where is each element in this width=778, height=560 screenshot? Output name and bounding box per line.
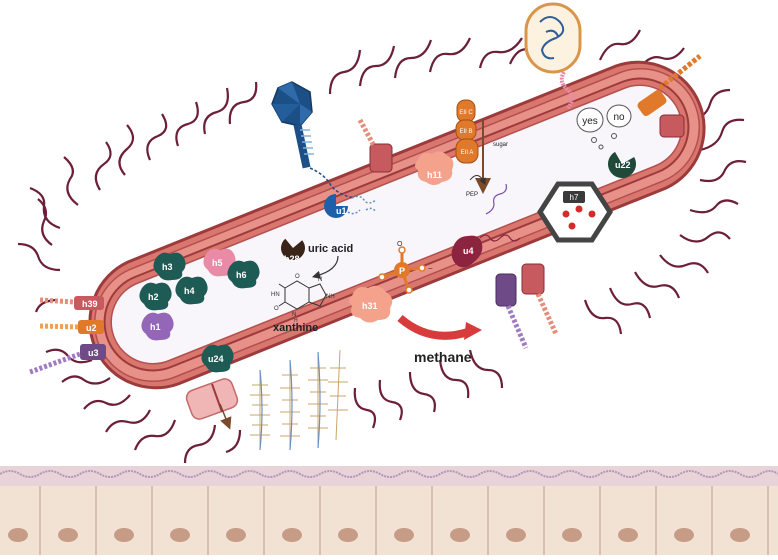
xanthine-atom-h: H	[294, 318, 298, 324]
vesicle-top	[524, 2, 582, 110]
protein-h3-label: h3	[162, 262, 173, 272]
no-label: no	[613, 112, 625, 123]
protein-h2-label: h2	[148, 292, 159, 302]
phosphate-p-label: P	[399, 266, 405, 276]
appendage-top-right	[637, 54, 702, 117]
membrane-porin-right	[659, 114, 685, 138]
protein-h31: h31	[349, 285, 393, 323]
xanthine-atom-o1: O	[274, 306, 279, 312]
cell-envelope	[88, 60, 706, 390]
protein-u1: u1	[324, 194, 348, 218]
protein-h28-label: h28	[284, 254, 300, 264]
appendage-u2: u2	[39, 320, 104, 334]
protein-u3-label: u3	[88, 348, 99, 358]
pep-label: PEP	[466, 192, 478, 198]
protein-u4: u4	[451, 234, 521, 268]
sugar-label: sugar	[493, 142, 508, 148]
protein-h39-label: h39	[82, 299, 98, 309]
methane-efflux	[397, 314, 482, 340]
protein-h28: h28	[281, 238, 305, 264]
flagella	[17, 29, 747, 464]
protein-h6-label: h6	[236, 270, 247, 280]
xanthine-atom-o2: O	[295, 274, 300, 280]
protein-h5: h5	[203, 248, 236, 277]
epithelium	[0, 466, 778, 555]
protein-h2: h2	[139, 282, 172, 311]
appendage-h39: h39	[39, 296, 104, 310]
protein-h31-label: h31	[362, 301, 378, 311]
quorum-bubbles: yes no	[576, 104, 632, 150]
conversion-arrow	[311, 255, 339, 279]
phosphate-o-label-top: O	[397, 241, 403, 248]
phosphate-molecule: P O −	[378, 241, 433, 294]
protein-u22-label: u22	[615, 160, 631, 170]
protein-u24-label: u24	[208, 354, 224, 364]
eiia-label: EII A	[461, 150, 474, 156]
membrane-channel-bottom	[185, 378, 239, 430]
eiic-label: EII C	[459, 110, 473, 116]
uric-acid-label: uric acid	[308, 243, 353, 255]
capsule-polysaccharides	[250, 349, 348, 450]
microcompartment-h7: h7	[537, 181, 613, 243]
protein-h1: h1	[141, 312, 174, 341]
peptide-chain	[485, 183, 507, 215]
xanthine-structure	[278, 280, 327, 310]
bacteriophage	[271, 81, 355, 199]
xanthine-atom-hn: HN	[271, 292, 280, 298]
protein-h4: h4	[175, 276, 208, 305]
phosphate-charge: −	[428, 264, 433, 273]
eiib-label: EII B	[459, 129, 472, 135]
dna-fragments	[347, 195, 377, 215]
protein-u4-label: u4	[463, 246, 474, 256]
methane-label: methane	[414, 349, 472, 365]
protein-h11-label: h11	[427, 170, 442, 180]
pts-transporter: EII C EII B EII A sugar PEP	[455, 99, 508, 198]
protein-u24: u24	[201, 344, 234, 373]
protein-h3: h3	[153, 252, 186, 281]
xanthine-atom-nh: NH	[326, 294, 335, 300]
appendage-u3: u3	[29, 344, 106, 375]
membrane-porin-top	[357, 118, 393, 173]
protein-u1-label: u1	[336, 206, 347, 216]
protein-h5-label: h5	[212, 258, 223, 268]
protein-h7-label: h7	[570, 193, 579, 202]
membrane-porin-bottom	[495, 263, 559, 349]
protein-u22: u22	[608, 151, 636, 178]
xanthine-label: xanthine	[273, 322, 318, 334]
protein-h1-label: h1	[150, 322, 161, 332]
protein-h11: h11	[415, 151, 454, 185]
protein-h4-label: h4	[184, 286, 195, 296]
xanthine-atom-n2: N	[292, 312, 296, 318]
protein-h6: h6	[227, 260, 260, 289]
yes-label: yes	[582, 116, 598, 127]
xanthine-atom-n1: N	[318, 277, 322, 283]
protein-u2-label: u2	[86, 323, 97, 333]
